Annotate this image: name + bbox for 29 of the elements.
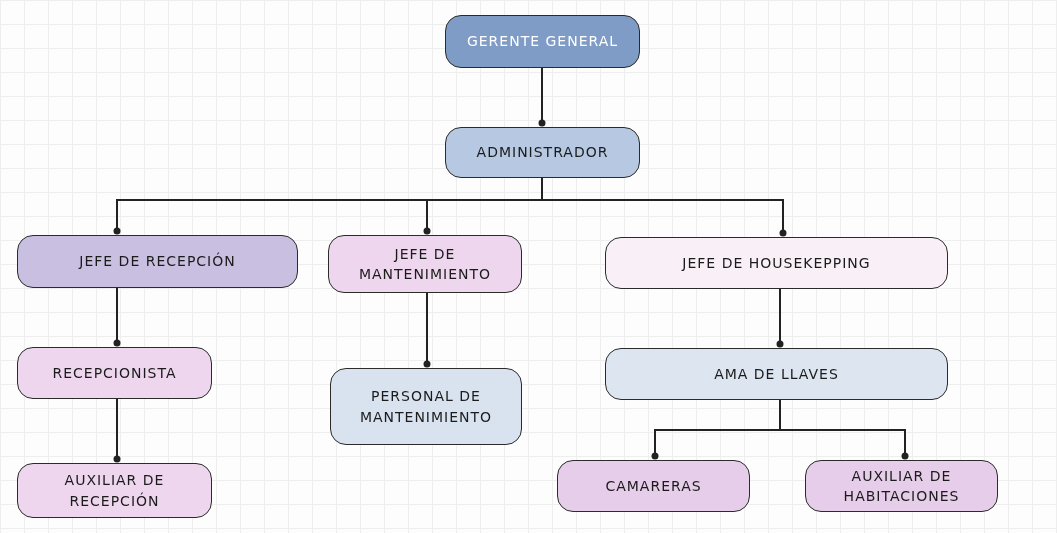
role-label: JEFE DE HOUSEKEPPING <box>682 253 871 273</box>
role-label: RECEPCIONISTA <box>52 363 177 383</box>
org-box <box>330 368 522 445</box>
role-label: AMA DE LLAVES <box>714 364 839 384</box>
org-box <box>557 460 750 512</box>
connector-line <box>779 399 909 460</box>
org-box <box>445 127 640 178</box>
connector-line <box>541 177 787 237</box>
org-box <box>605 237 948 289</box>
role-label: JEFE DE RECEPCIÓN <box>79 251 236 272</box>
org-box <box>605 348 948 400</box>
role-label: JEFE DE MANTENIMIENTO <box>357 244 493 284</box>
role-label: CAMARERAS <box>605 476 702 496</box>
connector-line <box>113 287 121 347</box>
connector-line <box>113 398 121 463</box>
connector-line <box>776 288 784 348</box>
org-box <box>17 235 298 288</box>
role-label: AUXILIAR DE RECEPCIÓN <box>63 471 166 511</box>
role-label: AUXILIAR DE HABITACIONES <box>842 466 961 506</box>
org-box <box>805 460 998 512</box>
org-box <box>445 15 640 68</box>
connector-line <box>538 67 546 127</box>
connector-line <box>423 292 431 368</box>
role-label: GERENTE GENERAL <box>466 32 619 52</box>
org-box <box>328 235 522 293</box>
role-label: ADMINISTRADOR <box>476 143 609 163</box>
org-box <box>17 347 212 399</box>
role-label: PERSONAL DE MANTENIMIENTO <box>358 387 494 427</box>
org-box <box>17 463 212 518</box>
